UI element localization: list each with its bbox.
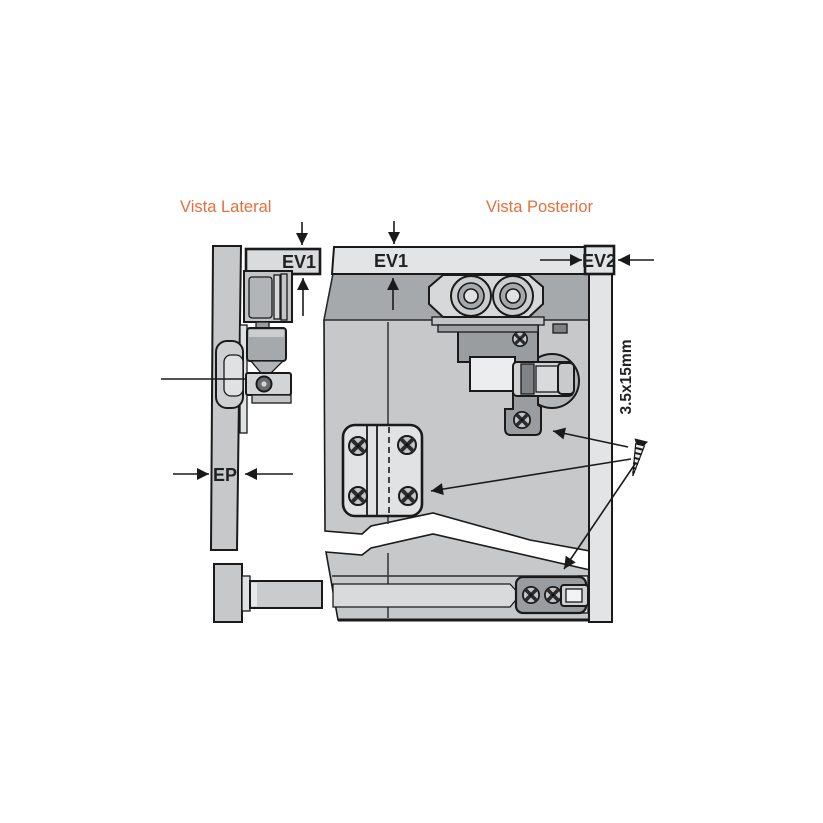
door-panel-rear-lower <box>325 533 591 622</box>
pointer-to-plate <box>430 458 632 496</box>
carriage-wheel-left <box>450 275 492 317</box>
guide-screw-2 <box>543 585 563 605</box>
screw-icon <box>632 438 649 477</box>
edge-strip-rear: EV2 <box>540 244 654 623</box>
bottom-guide-rear <box>514 575 589 615</box>
plate-screw-4 <box>397 485 419 507</box>
plate-screw-2 <box>396 434 418 456</box>
lateral-view-title: Vista Lateral <box>180 198 271 216</box>
roller-assembly-side <box>243 270 293 404</box>
edge-label: EV2 <box>582 251 616 271</box>
bracket-screw-bottom <box>512 410 532 430</box>
posterior-view-title: Vista Posterior <box>486 198 593 216</box>
bracket-screw-top <box>511 330 529 348</box>
clamp-block <box>469 356 516 392</box>
screw-spec-label: 3.5x15mm <box>618 340 635 415</box>
bottom-guide-side <box>213 563 323 623</box>
clamp-lever <box>512 361 575 397</box>
ep-dimension: EP <box>173 465 293 485</box>
panel-thickness-label: EP <box>213 465 237 485</box>
carriage-wheel-right <box>492 275 534 317</box>
connector-plate <box>341 423 424 518</box>
lateral-view: EV1 EP <box>161 222 323 623</box>
pointer-to-bracket <box>552 427 629 448</box>
bottom-groove <box>332 583 521 608</box>
edge-profile-box <box>583 244 616 276</box>
plate-screw-1 <box>347 435 369 457</box>
roller-carriage-rear <box>428 274 580 436</box>
track-label-side: EV1 <box>282 252 316 272</box>
posterior-view: EV1 <box>323 221 654 623</box>
track-label-rear: EV1 <box>374 251 408 271</box>
mounting-bracket-rear <box>457 323 542 436</box>
handle-recess-side <box>215 340 244 409</box>
guide-screw-1 <box>521 585 541 605</box>
pointer-to-guide <box>563 463 636 570</box>
plate-screw-3 <box>347 485 369 507</box>
